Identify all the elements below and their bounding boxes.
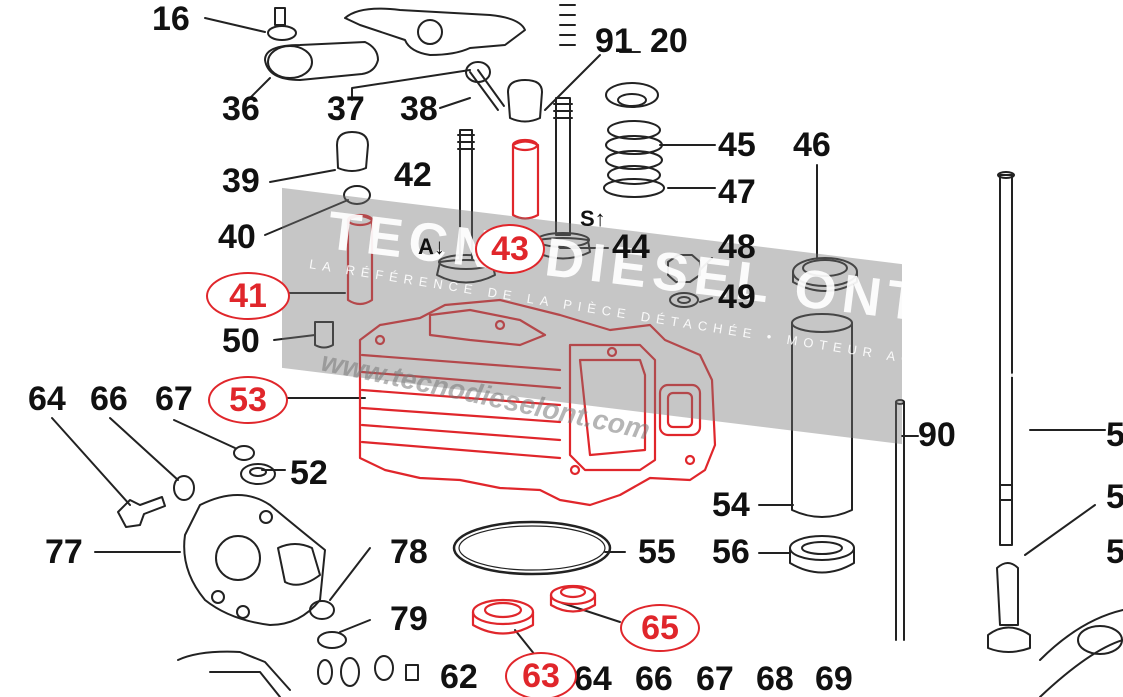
callout-66-bottom: 66: [635, 660, 673, 697]
callout-62: 62: [440, 658, 478, 696]
callout-64: 64: [28, 380, 66, 418]
callout-41: 41: [229, 277, 267, 315]
highlighted-parts: [346, 138, 717, 635]
callout-49: 49: [718, 278, 756, 316]
callout-69-bottom: 69: [815, 660, 853, 697]
callout-43: 43: [491, 230, 529, 268]
callout-42: 42: [394, 156, 432, 194]
callout-79: 79: [390, 600, 428, 638]
callout-65: 65: [641, 609, 679, 647]
callout-36: 36: [222, 90, 260, 128]
callout-46: 46: [793, 126, 831, 164]
callout-68-bottom: 68: [756, 660, 794, 697]
callout-45: 45: [718, 126, 756, 164]
callout-65-circle: 65: [620, 604, 700, 652]
callout-91: 91: [595, 22, 633, 60]
callout-50: 50: [222, 322, 260, 360]
mark-s-up: S↑: [580, 206, 606, 231]
callout-right-low: 5: [1106, 533, 1123, 571]
callout-right-mid: 5: [1106, 478, 1123, 516]
callout-44: 44: [612, 228, 650, 266]
callout-67: 67: [155, 380, 193, 418]
callout-43-circle: 43: [475, 224, 545, 274]
callout-90: 90: [918, 416, 956, 454]
callout-38: 38: [400, 90, 438, 128]
callout-66: 66: [90, 380, 128, 418]
callout-67-bottom: 67: [696, 660, 734, 697]
callout-55: 55: [638, 533, 676, 571]
callout-48: 48: [718, 228, 756, 266]
callout-39: 39: [222, 162, 260, 200]
callout-16: 16: [152, 0, 190, 38]
callout-52: 52: [290, 454, 328, 492]
callout-47: 47: [718, 173, 756, 211]
callout-41-circle: 41: [206, 272, 290, 320]
callout-63: 63: [522, 657, 560, 695]
callout-20: 20: [650, 22, 688, 60]
callout-63-circle: 63: [505, 652, 577, 697]
callout-56: 56: [712, 533, 750, 571]
callout-37: 37: [327, 90, 365, 128]
callout-53: 53: [229, 381, 267, 419]
callout-53-circle: 53: [208, 376, 288, 424]
callout-54: 54: [712, 486, 750, 524]
callout-40: 40: [218, 218, 256, 256]
callout-right-top: 5: [1106, 416, 1123, 454]
callout-77: 77: [45, 533, 83, 571]
mark-a-down: A↓: [418, 234, 445, 259]
callout-78: 78: [390, 533, 428, 571]
callout-64-bottom: 64: [574, 660, 612, 697]
